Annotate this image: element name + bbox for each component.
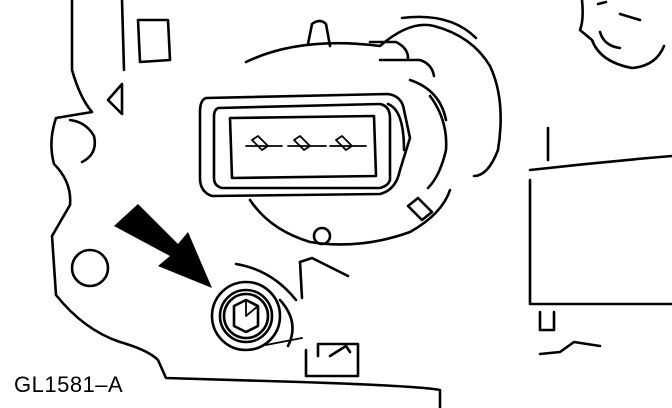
- connector-pins: [245, 135, 367, 151]
- upper-right-bracket: [578, 0, 666, 70]
- sensor-housing: [244, 15, 502, 246]
- figure-id-label: GL1581–A: [14, 372, 124, 397]
- hex-bolt-icon: [210, 262, 298, 352]
- pointer-arrow-icon: [114, 204, 212, 288]
- mounting-bracket: [50, 0, 442, 408]
- bracket-tab: [298, 256, 360, 378]
- electrical-connector-icon: [198, 92, 412, 198]
- adjacent-housing: [528, 126, 672, 356]
